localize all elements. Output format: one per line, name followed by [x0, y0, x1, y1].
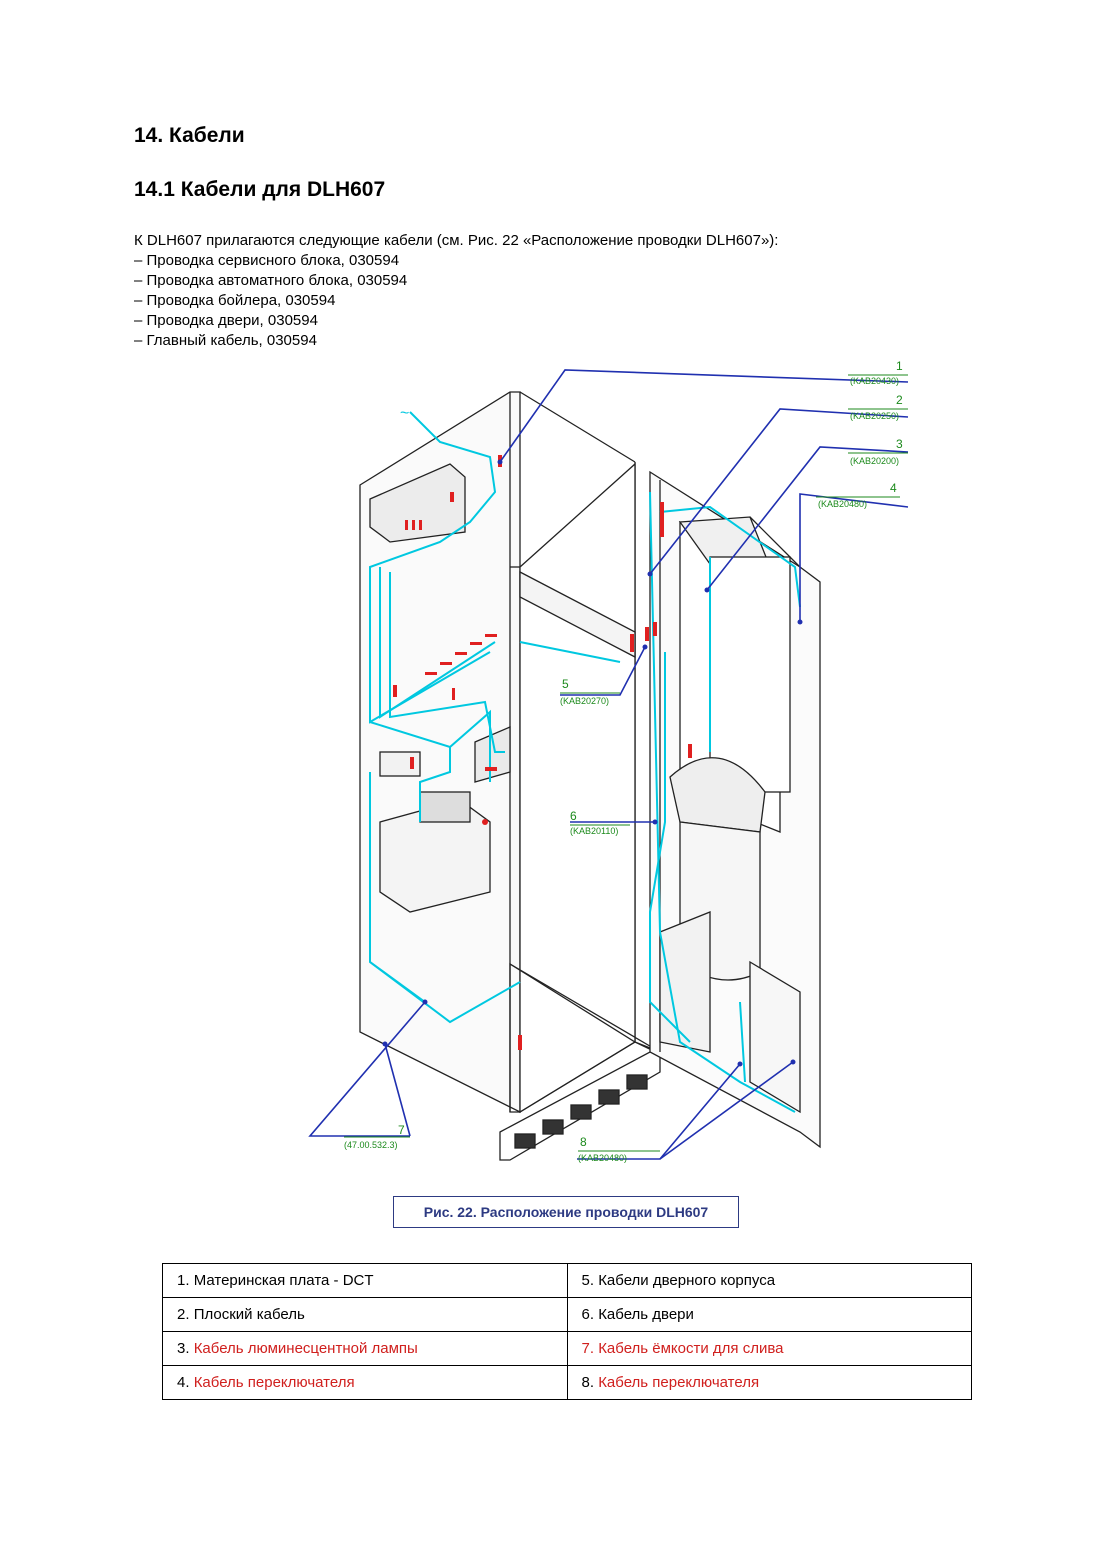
legend-num: 3.: [177, 1340, 194, 1357]
legend-num: 2.: [177, 1306, 194, 1323]
power-tilde: ~: [400, 405, 409, 422]
callout-number: 6: [570, 809, 577, 823]
legend-cell: 5. Кабели дверного корпуса: [566, 1263, 972, 1298]
callout-number: 1: [896, 359, 903, 373]
power-symbol: ~: [400, 405, 409, 422]
legend-num: 4.: [177, 1374, 194, 1391]
table-row: 4. Кабель переключателя 8. Кабель перекл…: [162, 1365, 972, 1400]
leader-lines: [308, 369, 909, 1160]
callout-code: (KAB20110): [570, 826, 618, 836]
legend-text: Кабель ёмкости для слива: [598, 1340, 784, 1357]
legend-num: 6.: [581, 1306, 599, 1323]
legend-cell: 2. Плоский кабель: [162, 1297, 568, 1332]
table-row: 2. Плоский кабель 6. Кабель двери: [162, 1297, 972, 1332]
legend-text: Кабель переключателя: [598, 1374, 760, 1391]
wiring-diagram: ~ 1 (KAB20430) 2 (KAB20250) 3 (KAB20200)…: [240, 352, 920, 1172]
legend-text: Кабель переключателя: [193, 1374, 355, 1391]
callout-code: (KAB20250): [850, 411, 899, 421]
legend-text: Кабели дверного корпуса: [598, 1272, 776, 1289]
section-heading: 14.1 Кабели для DLH607: [134, 178, 386, 201]
callout-code: (47.00.532.3): [344, 1140, 398, 1150]
leader-dots: [382, 459, 803, 1067]
legend-text: Кабель люминесцентной лампы: [193, 1340, 418, 1357]
figure-caption: Рис. 22. Расположение проводки DLH607: [393, 1196, 739, 1228]
callout-code: (KAB20480): [578, 1153, 627, 1163]
cabinet-outline: [359, 391, 821, 1161]
legend-cell: 3. Кабель люминесцентной лампы: [162, 1331, 568, 1366]
callout-number: 4: [890, 481, 897, 495]
legend-table: 1. Материнская плата - DCT 5. Кабели две…: [162, 1263, 972, 1400]
cable-runs: [369, 411, 801, 1113]
intro-item: – Проводка сервисного блока, 030594: [134, 252, 400, 269]
intro-item: – Проводка автоматного блока, 030594: [134, 272, 408, 289]
legend-cell: 4. Кабель переключателя: [162, 1365, 568, 1400]
callout-number: 2: [896, 393, 903, 407]
callout-code: (KAB20270): [560, 696, 609, 706]
page-heading: 14. Кабели: [134, 124, 245, 147]
intro-block: К DLH607 прилагаются следующие кабели (с…: [134, 231, 778, 351]
callout-code: (KAB20480): [818, 499, 867, 509]
intro-lead: К DLH607 прилагаются следующие кабели (с…: [134, 232, 779, 249]
legend-text: Кабель двери: [598, 1306, 694, 1323]
callout-number: 8: [580, 1135, 587, 1149]
callout-number: 3: [896, 437, 903, 451]
callout-code: (KAB20200): [850, 456, 899, 466]
table-row: 1. Материнская плата - DCT 5. Кабели две…: [162, 1263, 972, 1298]
legend-cell: 7. Кабель ёмкости для слива: [566, 1331, 972, 1366]
legend-cell: 6. Кабель двери: [566, 1297, 972, 1332]
legend-text: Плоский кабель: [193, 1306, 305, 1323]
intro-item: – Проводка двери, 030594: [134, 312, 318, 329]
callouts: 1 (KAB20430) 2 (KAB20250) 3 (KAB20200) 4…: [344, 359, 903, 1163]
callout-underlines: [344, 374, 908, 1152]
legend-num: 5.: [581, 1272, 599, 1289]
intro-item: – Главный кабель, 030594: [134, 332, 317, 349]
legend-num: 7.: [581, 1340, 599, 1357]
legend-num: 1.: [177, 1272, 194, 1289]
legend-num: 8.: [581, 1374, 599, 1391]
legend-text: Материнская плата - DCT: [193, 1272, 374, 1289]
callout-number: 7: [398, 1123, 405, 1137]
legend-cell: 1. Материнская плата - DCT: [162, 1263, 568, 1298]
legend-cell: 8. Кабель переключателя: [566, 1365, 972, 1400]
callout-code: (KAB20430): [850, 376, 899, 386]
table-row: 3. Кабель люминесцентной лампы 7. Кабель…: [162, 1331, 972, 1366]
callout-number: 5: [562, 677, 569, 691]
intro-item: – Проводка бойлера, 030594: [134, 292, 336, 309]
